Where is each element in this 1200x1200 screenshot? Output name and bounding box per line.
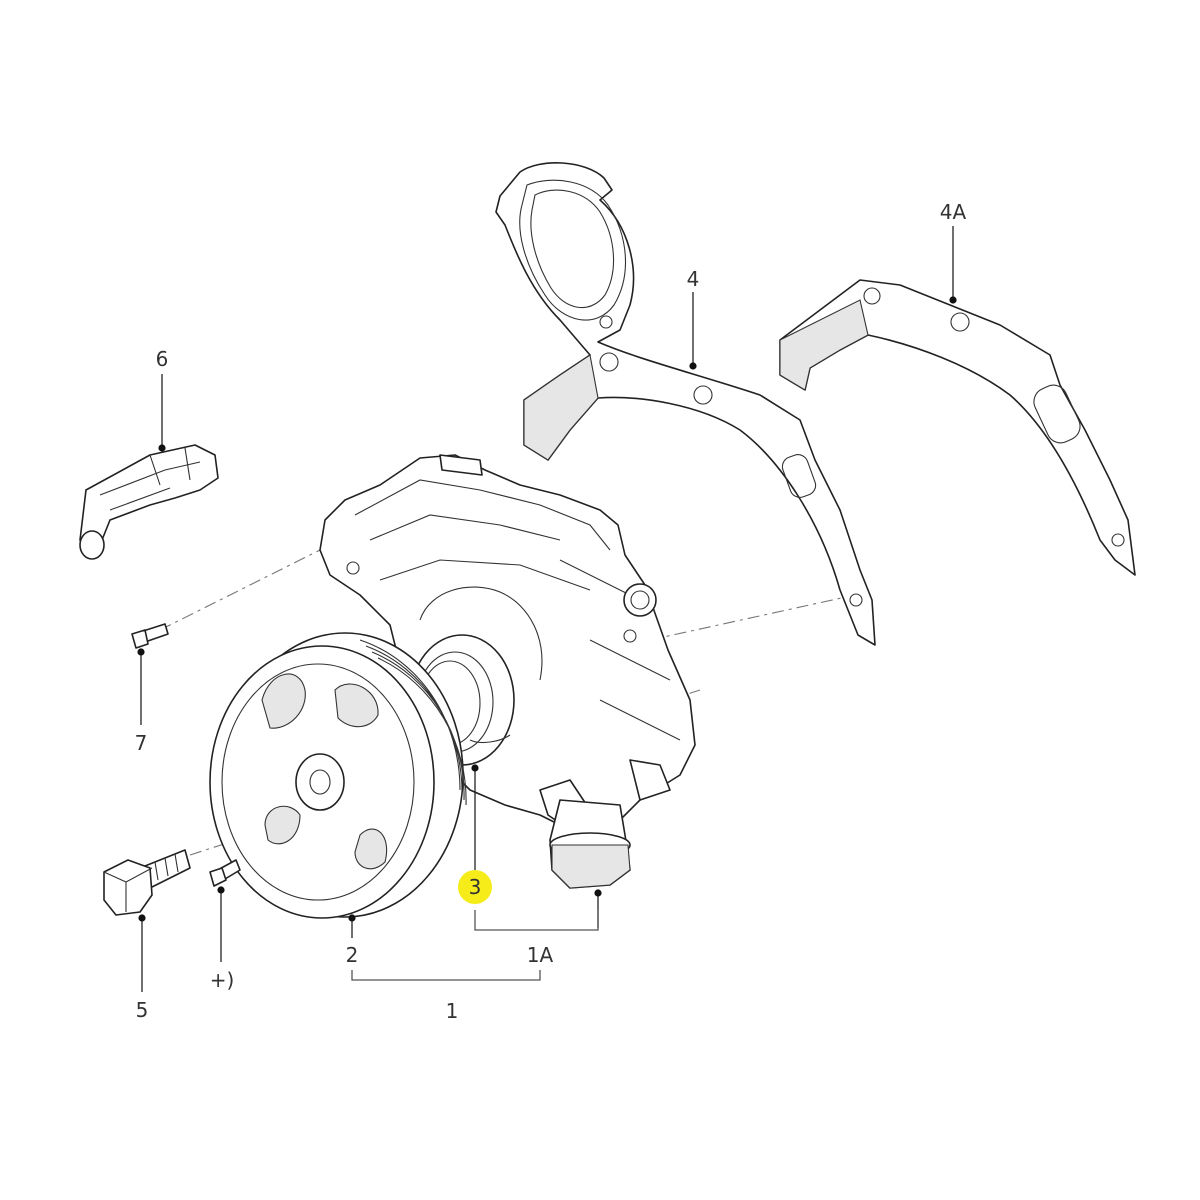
gasket-4[interactable]	[495, 162, 876, 646]
label-1A[interactable]: 1A	[527, 943, 554, 967]
thermostat-housing-1A[interactable]	[549, 799, 631, 889]
callout-labels: 6 7 4 4A 3 1A 2 +) 5 1	[135, 200, 967, 1023]
screw-7[interactable]	[131, 623, 169, 649]
label-6[interactable]: 6	[156, 347, 169, 371]
leader-lines	[140, 226, 954, 992]
highlight-marker-3	[458, 870, 492, 904]
bracket-1A	[474, 910, 599, 931]
screw-plus[interactable]	[209, 859, 241, 887]
pulley-2[interactable]	[209, 632, 467, 919]
label-4A[interactable]: 4A	[940, 200, 967, 224]
leader-dots	[137, 296, 957, 922]
label-2[interactable]: 2	[346, 943, 359, 967]
label-5[interactable]: 5	[136, 998, 149, 1022]
label-7[interactable]: 7	[135, 731, 148, 755]
label-1[interactable]: 1	[446, 999, 459, 1023]
label-4[interactable]: 4	[687, 267, 700, 291]
bracket-1	[351, 970, 541, 981]
label-3[interactable]: 3	[469, 875, 482, 899]
clip-6[interactable]	[79, 444, 219, 560]
gasket-4A[interactable]	[779, 279, 1136, 576]
label-plus[interactable]: +)	[210, 968, 235, 992]
bolt-5[interactable]	[103, 849, 191, 916]
